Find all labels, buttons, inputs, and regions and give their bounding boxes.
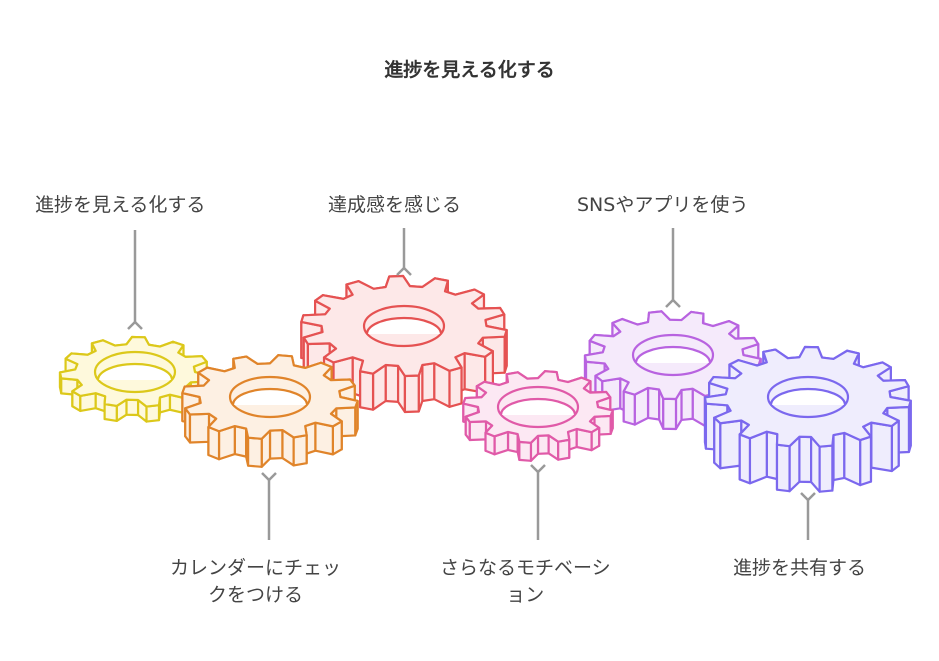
label-motivation: さらなるモチベーション <box>440 557 611 606</box>
label-share: 進捗を共有する <box>733 557 867 579</box>
arrow-down <box>396 228 412 276</box>
label-calendar: カレンダーにチェックをつける <box>170 557 342 606</box>
gear-pink <box>462 370 614 462</box>
label-visualize: 進捗を見える化する <box>35 194 206 216</box>
arrow-down <box>665 228 681 308</box>
diagram-title: 進捗を見える化する <box>384 59 555 81</box>
arrow-up <box>800 492 816 540</box>
label-achievement: 達成感を感じる <box>328 194 462 216</box>
gear-orange <box>181 354 359 468</box>
arrow-up <box>530 464 546 540</box>
gear-red <box>300 274 508 414</box>
arrow-up <box>261 472 277 540</box>
arrow-down <box>127 230 143 330</box>
gear-violet <box>703 345 912 493</box>
label-sns-apps: SNSやアプリを使う <box>577 194 749 216</box>
